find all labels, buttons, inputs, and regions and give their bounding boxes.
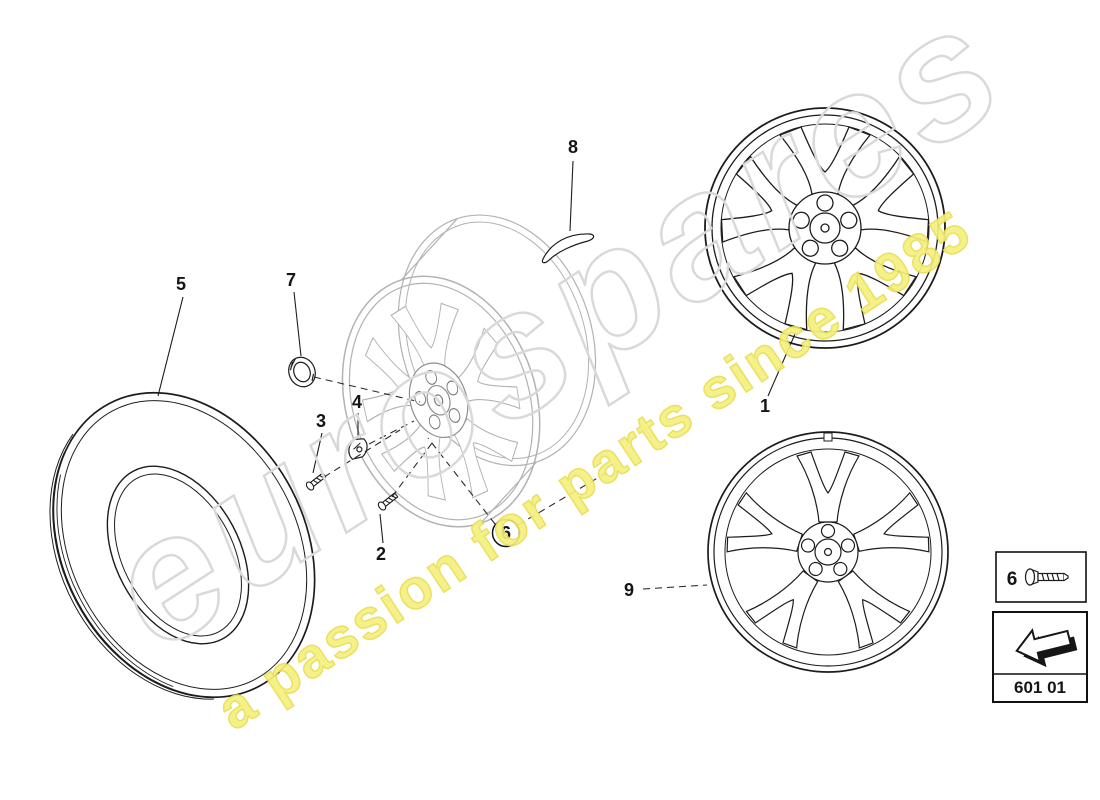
back-arrow-icon[interactable] <box>1013 621 1080 673</box>
leader-lines-solid <box>157 160 796 544</box>
legend-bolt-box: 6 <box>995 551 1087 603</box>
leader-dash-4 <box>368 420 415 445</box>
callout-8-label[interactable]: 8 <box>568 137 578 157</box>
leader-line-2 <box>379 513 384 544</box>
wheel-design-1-drawing <box>704 107 946 349</box>
screw-3-drawing <box>305 472 327 491</box>
leader-dash-3 <box>323 429 401 478</box>
wheel-bolt-icon <box>1024 568 1069 586</box>
callout-2-label[interactable]: 2 <box>376 544 386 564</box>
leader-dash-6b <box>517 472 607 526</box>
leader-dash-9 <box>642 584 708 590</box>
screw-2-drawing <box>377 492 399 511</box>
wheel-rim-assembly-drawing <box>341 214 597 528</box>
callout-1-label[interactable]: 1 <box>760 396 770 416</box>
leader-lines-dashed <box>313 376 708 590</box>
leader-dash-6a <box>427 437 496 525</box>
leader-line-8 <box>569 160 574 232</box>
valve-4-drawing <box>348 438 368 460</box>
leader-dash-7 <box>313 376 421 403</box>
tyre-drawing <box>49 391 316 700</box>
wheel-design-9-drawing <box>707 431 949 673</box>
diagram-nav-box[interactable]: 601 01 <box>992 611 1088 703</box>
callout-6-circle[interactable] <box>491 518 521 548</box>
leader-line-1 <box>767 333 796 397</box>
hub-cap-drawing <box>288 356 316 388</box>
callout-3-label[interactable]: 3 <box>316 411 326 431</box>
leader-line-3 <box>312 432 323 474</box>
leader-line-7 <box>293 291 302 357</box>
balance-weight-drawing <box>541 233 595 264</box>
legend-item-number: 6 <box>1007 569 1018 590</box>
callout-6-label[interactable]: 6 <box>501 523 511 543</box>
diagram-code-label: 601 01 <box>1014 678 1066 697</box>
callout-5-label[interactable]: 5 <box>176 274 186 294</box>
callout-4-label[interactable]: 4 <box>352 392 362 412</box>
callout-7-label[interactable]: 7 <box>286 270 296 290</box>
callout-9-label[interactable]: 9 <box>624 580 634 600</box>
leader-line-5 <box>157 296 184 397</box>
